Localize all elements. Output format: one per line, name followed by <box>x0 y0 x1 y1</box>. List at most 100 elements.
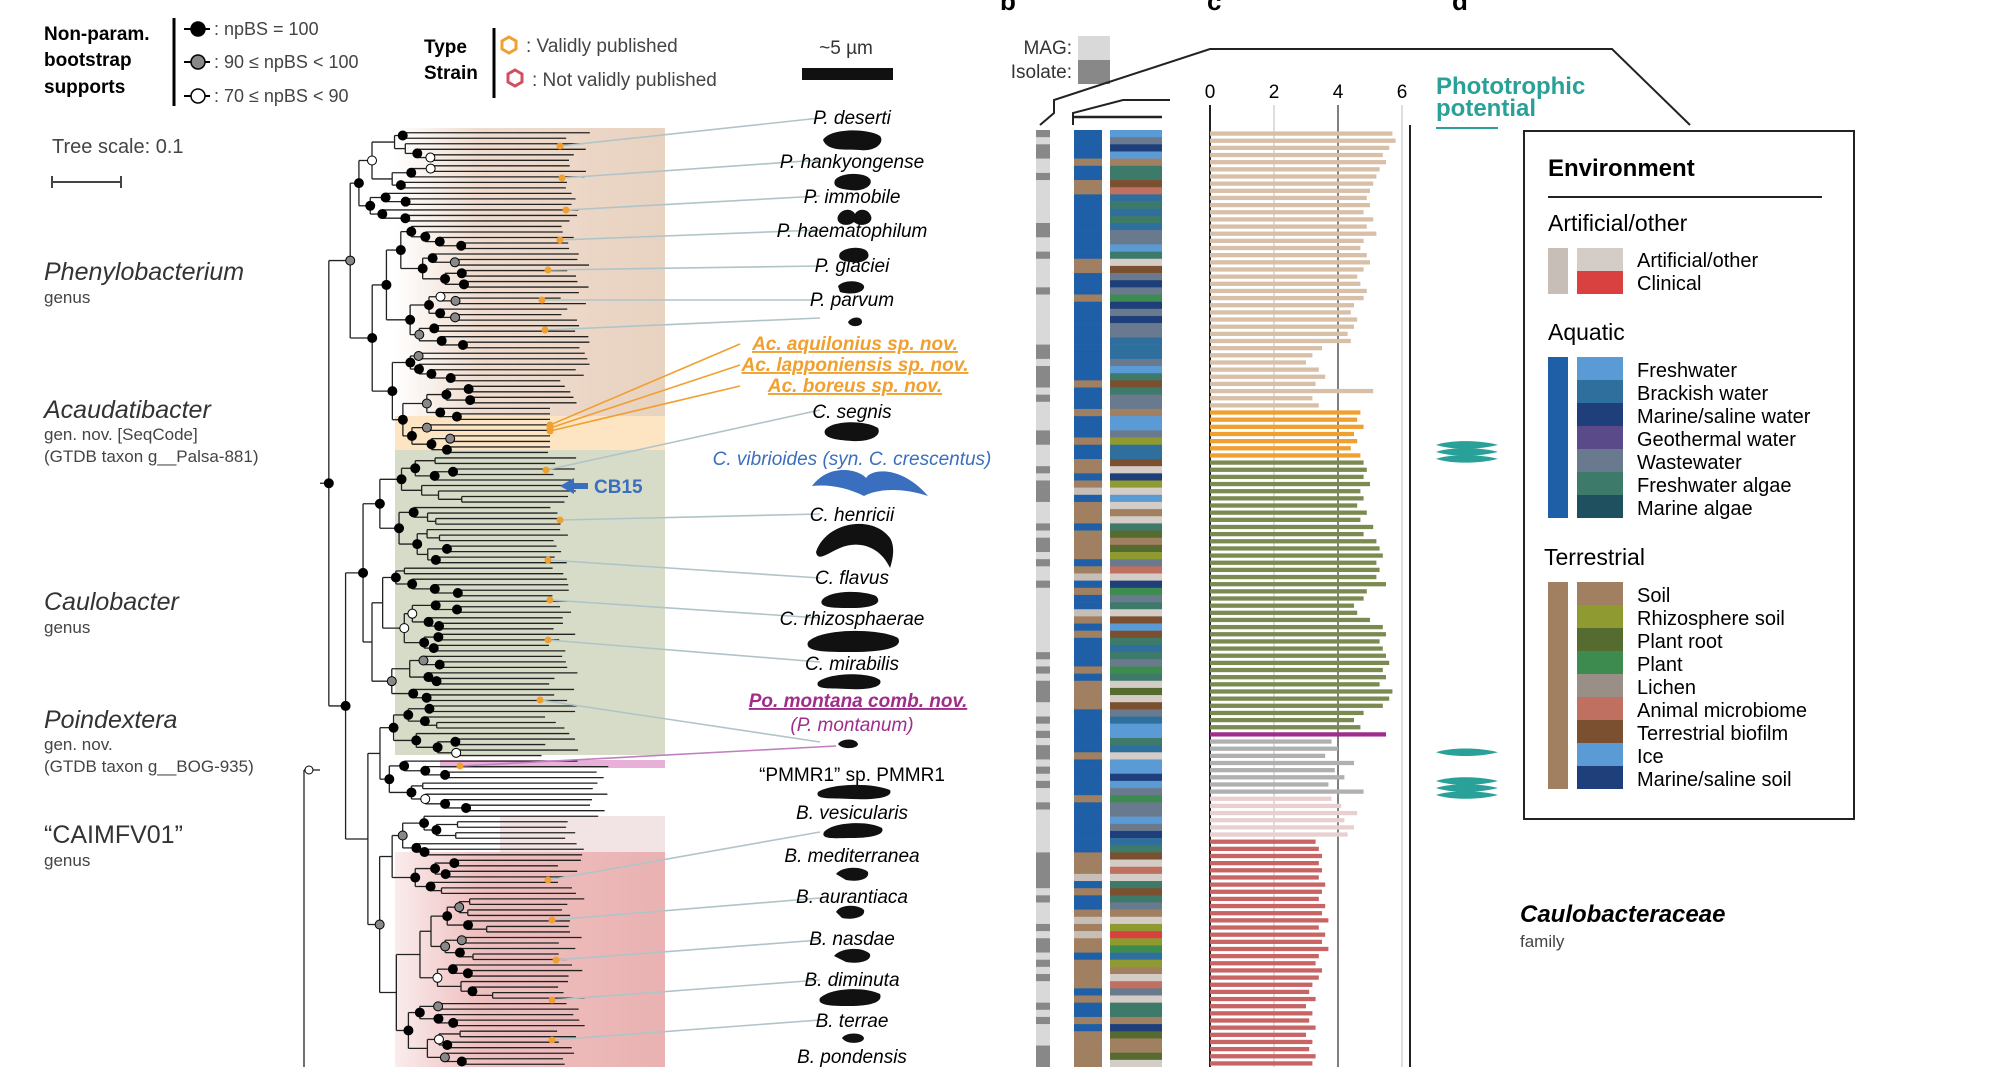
genome-size-bar <box>1210 224 1367 229</box>
env-group-cell <box>1074 673 1102 682</box>
bootstrap-item-90: : 90 ≤ npBS < 100 <box>184 52 358 72</box>
env-subtype-cell <box>1110 974 1162 982</box>
env-subtype-cell <box>1110 902 1162 910</box>
axis-tick-label: 4 <box>1333 82 1344 103</box>
env-group-cell <box>1074 230 1102 238</box>
bootstrap-node <box>441 389 452 400</box>
bootstrap-node <box>358 567 369 578</box>
bootstrap-node <box>397 414 408 425</box>
env-group-cell <box>1074 187 1102 195</box>
env-subtype-cell <box>1110 301 1162 310</box>
env-group-cell <box>1074 509 1102 517</box>
bootstrap-node <box>408 688 419 699</box>
bootstrap-node <box>451 411 462 422</box>
env-group-cell <box>1074 315 1102 324</box>
env-group-cell <box>1074 845 1102 853</box>
env-item-label: Wastewater <box>1637 452 1742 474</box>
env-subtype-cell <box>1110 523 1162 531</box>
env-subtype-cell <box>1110 165 1162 174</box>
genome-size-bar <box>1210 453 1361 458</box>
bootstrap-node <box>450 736 461 747</box>
env-group-cell <box>1074 387 1102 395</box>
bootstrap-node <box>397 130 408 141</box>
env-subtype-cell <box>1110 644 1162 653</box>
genome-size-bar <box>1210 396 1313 401</box>
env-group-cell <box>1074 587 1102 596</box>
bootstrap-node <box>353 178 364 189</box>
genome-size-bar <box>1210 174 1377 179</box>
env-group-cell <box>1074 301 1102 310</box>
type-strain-legend: Type Strain : Validly published : Not va… <box>424 28 717 98</box>
env-group-cell <box>1074 201 1102 209</box>
genome-size-bar <box>1210 660 1390 666</box>
bootstrap-node <box>440 769 451 780</box>
mag-isolate-cell <box>1036 501 1050 510</box>
genome-size-bar <box>1210 939 1322 944</box>
env-subtype-cell <box>1110 358 1162 367</box>
bootstrap-legend: Non-param. bootstrap supports : npBS = 1… <box>44 18 358 106</box>
mag-isolate-cell <box>1036 938 1050 946</box>
species-leader-line <box>547 265 821 271</box>
mag-isolate-cell <box>1036 559 1050 567</box>
env-subtype-cell <box>1110 952 1162 961</box>
mag-isolate-cell <box>1036 1059 1050 1068</box>
species-leader-line <box>559 117 821 147</box>
genome-size-bar <box>1210 310 1351 315</box>
mag-isolate-cell <box>1036 587 1050 596</box>
env-subtype-cell <box>1110 752 1162 760</box>
type-strain-marker <box>456 762 464 770</box>
bootstrap-title-line-2: bootstrap <box>44 50 132 71</box>
env-subtype-cell <box>1110 251 1162 260</box>
mag-isolate-cell <box>1036 208 1050 217</box>
env-group-cell <box>1074 709 1102 717</box>
type-strain-marker <box>562 206 570 214</box>
species-label: B. vesicularis <box>796 803 908 824</box>
mag-isolate-cell <box>1036 666 1050 674</box>
env-group-cell <box>1074 294 1102 302</box>
env-subtype-cell <box>1110 273 1162 281</box>
type-strain-marker <box>548 916 556 924</box>
env-subtype-cell <box>1110 687 1162 696</box>
genome-size-bar <box>1210 968 1322 973</box>
mag-isolate-cell <box>1036 673 1050 682</box>
env-group-cell <box>1074 323 1102 331</box>
cell-silhouette-icon <box>807 630 899 652</box>
env-item-label: Animal microbiome <box>1637 700 1807 722</box>
genome-size-bar <box>1210 1004 1306 1009</box>
species-leader-line <box>551 897 821 921</box>
bootstrap-node <box>423 616 434 627</box>
mag-isolate-cell <box>1036 888 1050 896</box>
env-subtype-cell <box>1110 873 1162 882</box>
env-subtype-cell <box>1110 988 1162 996</box>
type-strain-title-line-1: Type <box>424 37 467 58</box>
genome-size-bar <box>1210 160 1386 165</box>
genome-size-bar <box>1210 1025 1316 1030</box>
env-group-cell <box>1074 287 1102 295</box>
env-subtype-cell <box>1110 945 1162 953</box>
bootstrap-node <box>454 947 465 958</box>
genome-size-bar <box>1210 381 1316 387</box>
env-swatch <box>1577 697 1623 720</box>
genome-size-bar <box>1210 367 1319 372</box>
type-strain-marker <box>558 174 566 182</box>
bootstrap-node <box>445 433 456 444</box>
genome-size-bar <box>1210 152 1383 158</box>
bootstrap-node <box>436 335 447 346</box>
mag-isolate-cell <box>1036 273 1050 281</box>
genome-size-bar <box>1210 911 1322 916</box>
bootstrap-node <box>440 798 451 809</box>
bootstrap-label: : 90 ≤ npBS < 100 <box>214 52 358 72</box>
genome-size-bar <box>1210 1046 1310 1052</box>
species-leader-line <box>547 831 821 881</box>
bootstrap-node <box>405 314 416 325</box>
bootstrap-node <box>424 299 435 310</box>
mag-isolate-cell <box>1036 1045 1050 1053</box>
env-group-cell <box>1074 537 1102 546</box>
env-group-cell <box>1074 559 1102 567</box>
type-strain-marker <box>541 326 549 334</box>
env-swatch <box>1577 674 1623 697</box>
mag-isolate-cell <box>1036 423 1050 431</box>
mag-isolate-cell <box>1036 466 1050 474</box>
env-swatch <box>1577 426 1623 449</box>
env-swatch <box>1577 720 1623 743</box>
